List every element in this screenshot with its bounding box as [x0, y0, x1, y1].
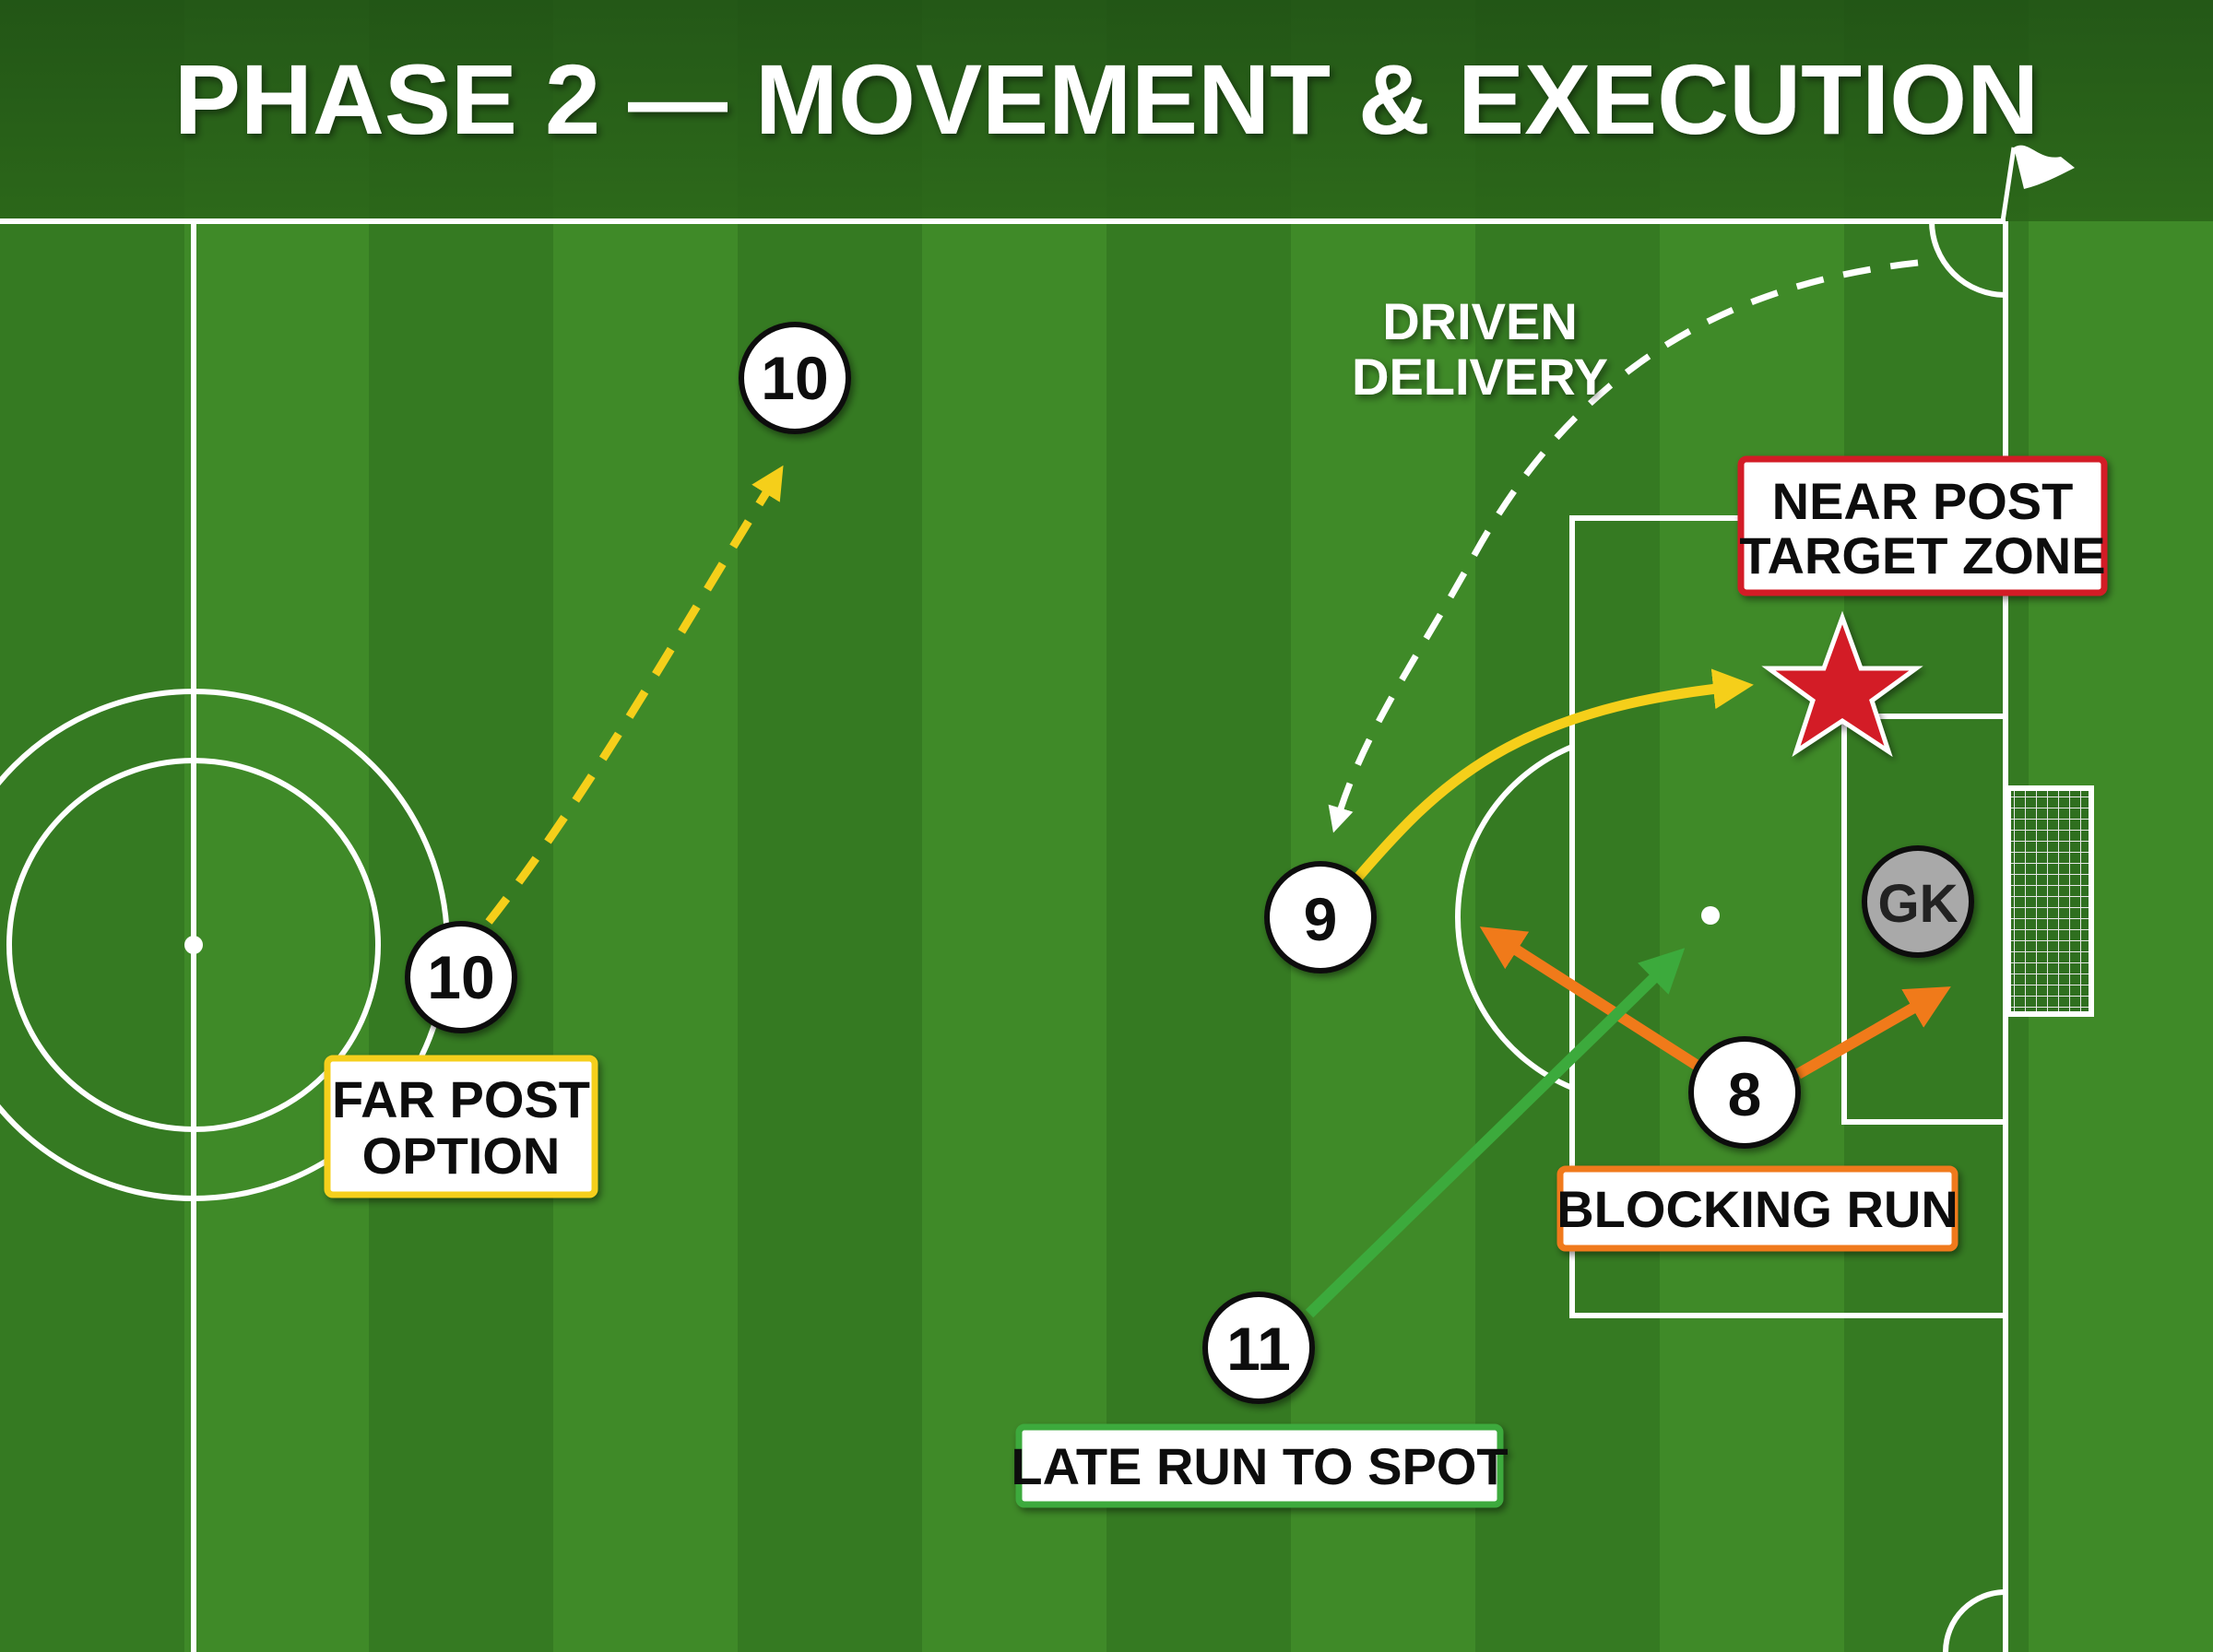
blocking-run-arrow-left [1479, 926, 1714, 1080]
label-line: FAR POST [332, 1070, 590, 1128]
player-number: 8 [1728, 1060, 1762, 1128]
label-line: DRIVEN [1382, 292, 1578, 350]
near-post-run-arrow [1351, 668, 1754, 884]
label-line: OPTION [362, 1127, 561, 1185]
late-run-label: LATE RUN TO SPOT [1011, 1423, 1509, 1508]
blocking-run-label: BLOCKING RUN [1556, 1165, 1959, 1252]
corner-arc-bottom [1943, 1589, 2006, 1652]
player-11: 11 [1202, 1292, 1315, 1404]
label-line: TARGET ZONE [1739, 526, 2105, 584]
player-9: 9 [1264, 861, 1377, 974]
player-number: 11 [1226, 1315, 1291, 1383]
label-line: LATE RUN TO SPOT [1011, 1437, 1508, 1495]
label-line: BLOCKING RUN [1556, 1180, 1959, 1238]
center-spot [184, 936, 203, 954]
far-post-run-arrow [485, 465, 784, 925]
goal-net [2006, 785, 2094, 1017]
corner-arc-top [1929, 220, 2006, 298]
diagram-title: PHASE 2 — MOVEMENT & EXECUTION [174, 43, 2039, 155]
pitch-markings [0, 218, 2008, 1652]
inner-circle [6, 758, 381, 1132]
blocking-run-arrow-right [1795, 986, 1951, 1080]
player-number: 10 [761, 344, 828, 412]
player-8: 8 [1688, 1036, 1801, 1149]
far-post-label: FAR POST OPTION [324, 1055, 598, 1198]
player-number: GK [1878, 874, 1959, 934]
player-10-end: 10 [739, 322, 851, 434]
label-line: NEAR POST [1772, 472, 2074, 530]
target-star-icon [1761, 610, 1923, 758]
header-band [0, 0, 2213, 221]
corner-flag-icon [2000, 145, 2075, 222]
penalty-spot [1701, 906, 1720, 925]
label-line: DELIVERY [1352, 348, 1608, 406]
driven-delivery-arrow [1328, 259, 1919, 833]
penalty-arc [1455, 744, 1574, 1091]
near-post-label: NEAR POST TARGET ZONE [1737, 455, 2108, 596]
driven-delivery-label: DRIVEN DELIVERY [1352, 292, 1608, 406]
player-10-start: 10 [405, 921, 517, 1033]
player-number: 10 [427, 943, 494, 1011]
late-run-arrow [1305, 948, 1686, 1318]
player-number: 9 [1304, 885, 1338, 953]
goalkeeper: GK [1862, 845, 1974, 958]
